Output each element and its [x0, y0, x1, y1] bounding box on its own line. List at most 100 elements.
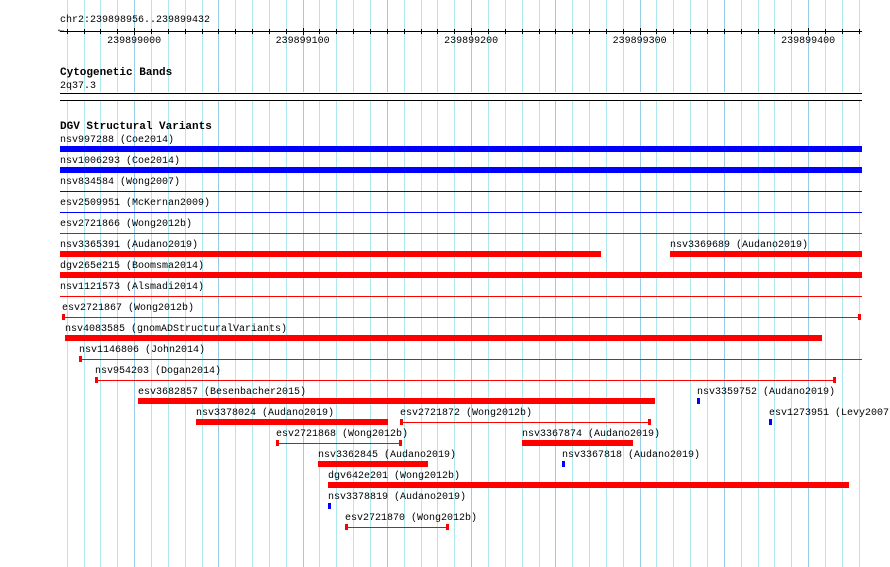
- ruler-tick: [202, 29, 203, 34]
- feature-label: nsv1146806 (John2014): [79, 345, 206, 356]
- ruler-tick: [286, 29, 287, 34]
- ruler-tick: [791, 29, 792, 34]
- ruler-tick: [555, 29, 556, 34]
- feature-end-cap: [833, 377, 836, 383]
- ruler-tick: [707, 29, 708, 34]
- ruler-tick-label: 239899100: [275, 36, 330, 47]
- feature-label: esv1273951 (Levy2007): [769, 408, 890, 419]
- variant-feature[interactable]: [95, 377, 836, 383]
- feature-end-cap: [399, 440, 402, 446]
- variant-feature[interactable]: [697, 398, 700, 404]
- variant-feature[interactable]: [60, 167, 862, 173]
- feature-end-cap: [446, 524, 449, 530]
- ruler-tick: [774, 29, 775, 34]
- feature-label: esv2721868 (Wong2012b): [276, 429, 409, 440]
- variant-feature[interactable]: [345, 524, 449, 530]
- variant-feature[interactable]: [65, 335, 822, 341]
- ruler-tick: [319, 29, 320, 34]
- variant-feature[interactable]: [79, 356, 862, 362]
- feature-label: nsv3367874 (Audano2019): [522, 429, 661, 440]
- feature-end-cap: [858, 314, 861, 320]
- ruler-tick: [151, 29, 152, 34]
- ruler-tick: [690, 29, 691, 34]
- ruler-tick: [404, 29, 405, 34]
- variant-feature[interactable]: [276, 440, 402, 446]
- ruler-tick: [758, 29, 759, 34]
- variant-feature[interactable]: [328, 503, 331, 509]
- ruler-left-arrow-icon[interactable]: ←: [58, 25, 65, 36]
- feature-label: dgv265e215 (Boomsma2014): [60, 261, 205, 272]
- variant-feature[interactable]: [62, 314, 861, 320]
- feature-label: nsv1121573 (Alsmadi2014): [60, 282, 205, 293]
- feature-label: nsv4083585 (gnomADStructuralVariants): [65, 324, 288, 335]
- cytobands-track-title: Cytogenetic Bands: [60, 67, 173, 79]
- feature-label: nsv834584 (Wong2007): [60, 177, 181, 188]
- feature-end-cap: [400, 419, 403, 425]
- ruler-tick: [252, 29, 253, 34]
- ruler-tick: [859, 29, 860, 34]
- variant-feature[interactable]: [196, 419, 388, 425]
- ruler-tick-label: 239899300: [612, 36, 667, 47]
- feature-end-cap: [276, 440, 279, 446]
- variant-feature[interactable]: [60, 272, 862, 278]
- variant-feature[interactable]: [60, 296, 862, 297]
- feature-label: esv2721872 (Wong2012b): [400, 408, 533, 419]
- variant-feature[interactable]: [522, 440, 633, 446]
- ruler-tick: [589, 29, 590, 34]
- variant-feature[interactable]: [318, 461, 428, 467]
- ruler-tick: [488, 29, 489, 34]
- feature-end-cap: [95, 377, 98, 383]
- feature-end-cap: [345, 524, 348, 530]
- ruler-tick: [84, 29, 85, 34]
- feature-label: esv2721867 (Wong2012b): [62, 303, 195, 314]
- feature-end-cap: [62, 314, 65, 320]
- track-divider: [60, 100, 862, 101]
- dgv-track-title: DGV Structural Variants: [60, 121, 212, 133]
- variant-feature[interactable]: [562, 461, 565, 467]
- ruler-tick: [808, 28, 809, 35]
- ruler-tick: [218, 29, 219, 34]
- ruler-tick: [623, 29, 624, 34]
- variant-feature[interactable]: [60, 212, 862, 213]
- ruler-tick: [269, 29, 270, 34]
- ruler-tick: [539, 29, 540, 34]
- feature-label: nsv3362845 (Audano2019): [318, 450, 457, 461]
- variant-feature[interactable]: [670, 251, 862, 257]
- ruler-tick: [168, 29, 169, 34]
- variant-feature[interactable]: [769, 419, 772, 425]
- variant-feature[interactable]: [60, 233, 862, 234]
- variant-feature[interactable]: [138, 398, 655, 404]
- ruler-tick: [842, 29, 843, 34]
- variant-feature[interactable]: [60, 191, 862, 192]
- ruler-tick: [454, 29, 455, 34]
- ruler-tick: [724, 29, 725, 34]
- feature-label: nsv997288 (Coe2014): [60, 135, 175, 146]
- variant-feature[interactable]: [328, 482, 849, 488]
- feature-label: nsv3378819 (Audano2019): [328, 492, 467, 503]
- feature-label: nsv3378024 (Audano2019): [196, 408, 335, 419]
- feature-label: dgv642e201 (Wong2012b): [328, 471, 461, 482]
- ruler-tick: [656, 29, 657, 34]
- ruler-tick: [471, 28, 472, 35]
- ruler-tick-label: 239899400: [781, 36, 836, 47]
- ruler-tick: [67, 29, 68, 34]
- ruler-tick: [370, 29, 371, 34]
- feature-label: nsv3365391 (Audano2019): [60, 240, 199, 251]
- variant-feature[interactable]: [60, 251, 601, 257]
- variant-feature[interactable]: [60, 146, 862, 152]
- variant-feature[interactable]: [400, 419, 651, 425]
- feature-label: nsv954203 (Dogan2014): [95, 366, 222, 377]
- ruler-tick: [522, 29, 523, 34]
- ruler-tick: [100, 29, 101, 34]
- ruler-tick: [572, 29, 573, 34]
- ruler-tick: [741, 29, 742, 34]
- ruler-tick: [505, 29, 506, 34]
- ruler-tick: [185, 29, 186, 34]
- ruler-tick: [606, 29, 607, 34]
- ruler-axis: [60, 31, 862, 32]
- ruler-tick: [235, 29, 236, 34]
- ruler-tick: [387, 29, 388, 34]
- ruler-tick: [673, 29, 674, 34]
- feature-label: esv2721870 (Wong2012b): [345, 513, 478, 524]
